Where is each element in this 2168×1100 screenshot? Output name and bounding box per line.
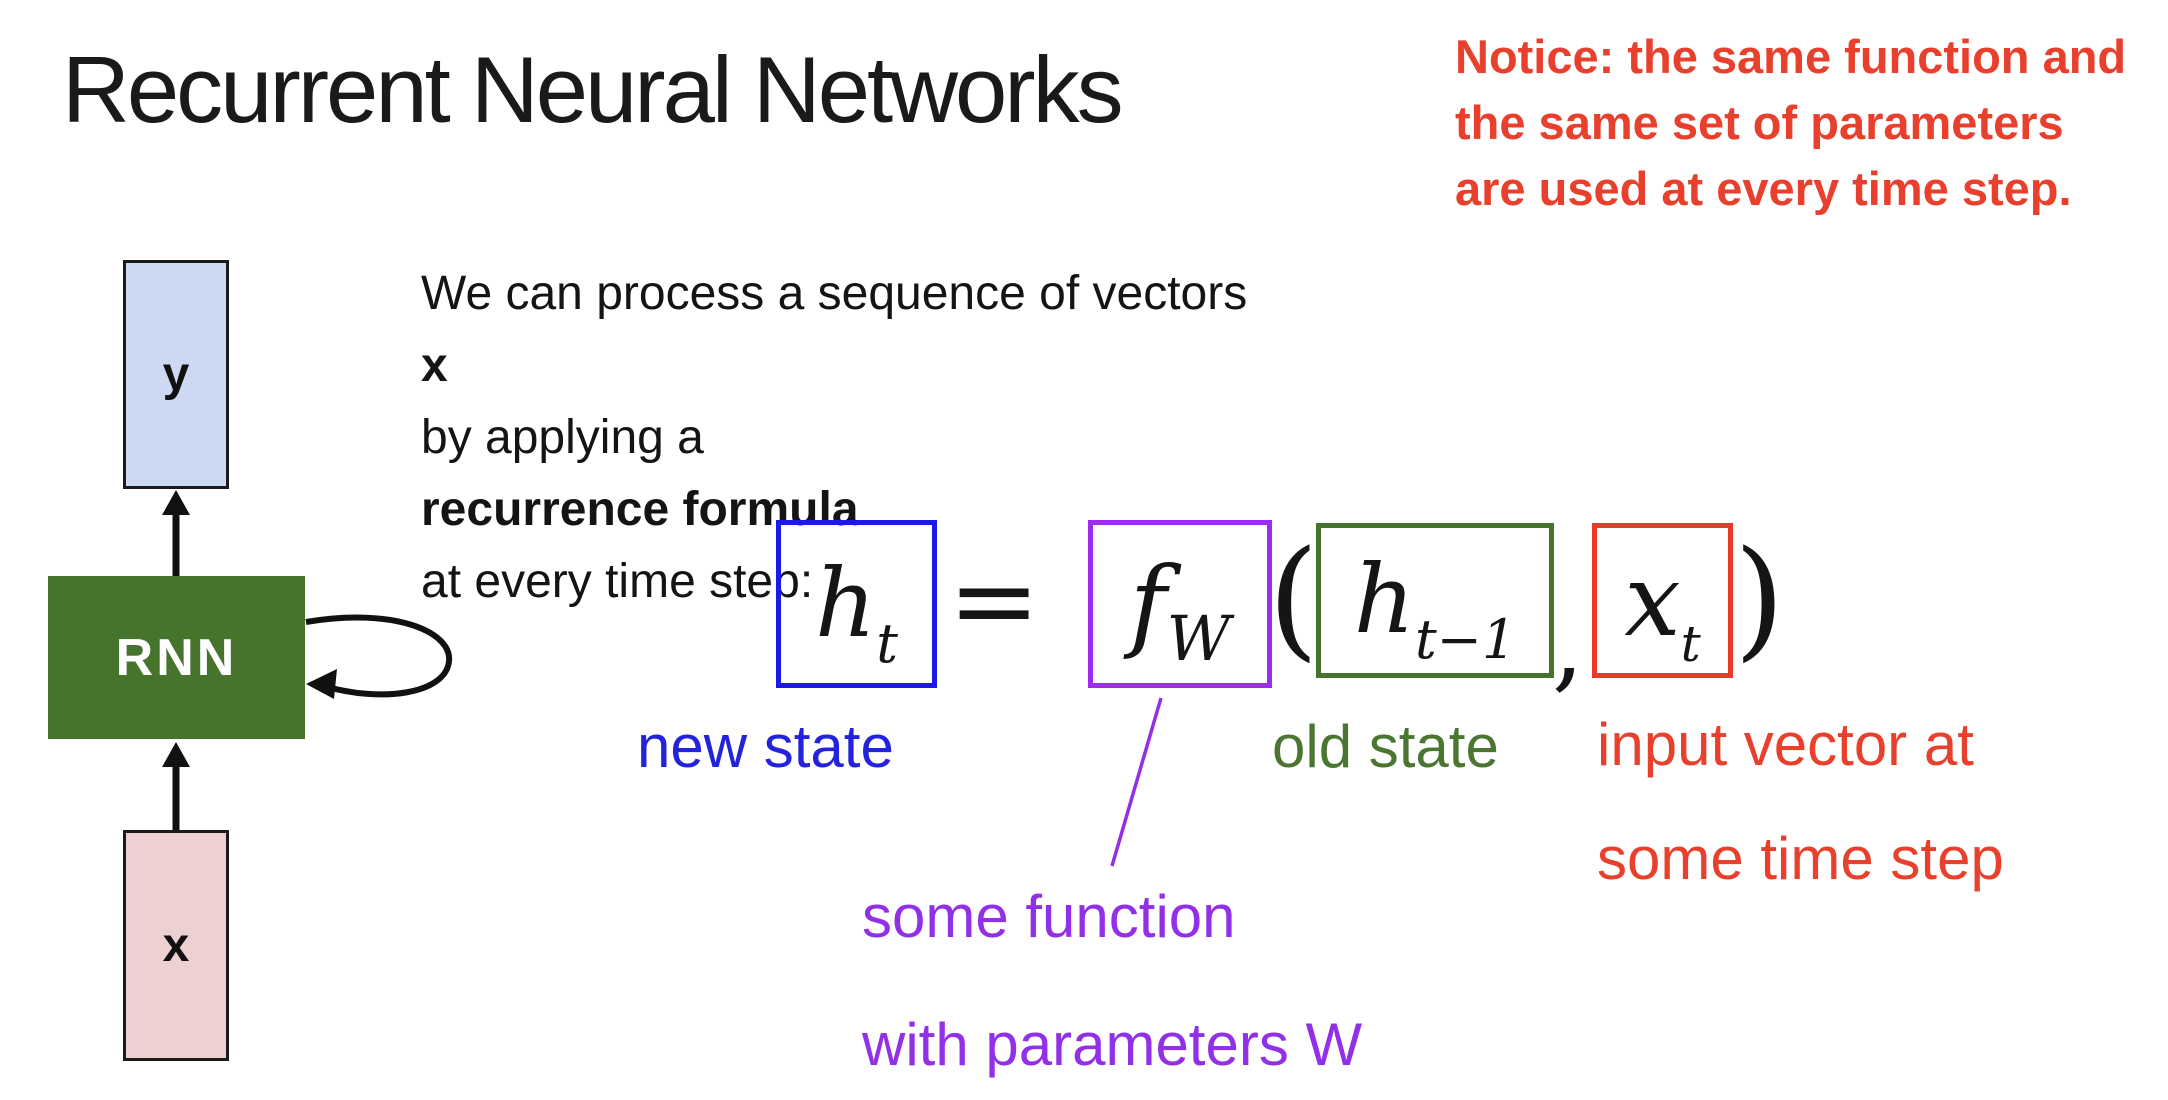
formula-h-t-1-sub: t−1 bbox=[1414, 608, 1517, 671]
formula-f-sub: W bbox=[1166, 602, 1231, 675]
formula-close-paren: ) bbox=[1734, 522, 1785, 674]
formula-x-t-sub: t bbox=[1680, 614, 1701, 673]
page-title: Recurrent Neural Networks bbox=[62, 37, 1124, 142]
formula-h-t-1-main: h bbox=[1353, 545, 1415, 655]
formula-open-paren: ( bbox=[1268, 522, 1319, 674]
arrow-up-x-to-rnn-icon bbox=[162, 742, 190, 830]
body-paragraph: We can process a sequence of vectors x b… bbox=[421, 258, 1247, 618]
formula-h-t: ht bbox=[815, 548, 898, 670]
label-some-function-line2: with parameters W bbox=[862, 1011, 1363, 1078]
notice-line-3: are used at every time step. bbox=[1455, 162, 2072, 215]
body-line-1-bold-x: x bbox=[421, 339, 448, 392]
formula-comma: , bbox=[1552, 586, 1584, 703]
body-line-2: recurrence formula at every time step: bbox=[421, 474, 1247, 618]
formula-old-state-box: ht−1 bbox=[1316, 523, 1554, 678]
formula-h-t-main: h bbox=[815, 548, 877, 659]
input-x-label: x bbox=[162, 919, 190, 972]
formula-f-w: fW bbox=[1129, 545, 1231, 670]
output-y-box: y bbox=[123, 260, 229, 489]
notice-line-2: the same set of parameters bbox=[1455, 96, 2064, 149]
rnn-label: RNN bbox=[115, 628, 238, 687]
output-y-label: y bbox=[162, 348, 190, 401]
body-line-2-bold: recurrence formula bbox=[421, 483, 859, 536]
body-line-1-post: by applying a bbox=[421, 411, 704, 464]
formula-input-box: xt bbox=[1592, 523, 1733, 678]
formula-function-box: fW bbox=[1088, 520, 1272, 688]
function-pointer-line bbox=[1110, 697, 1163, 867]
label-input-vector-line1: input vector at bbox=[1597, 711, 1974, 778]
body-line-1-pre: We can process a sequence of vectors bbox=[421, 267, 1248, 320]
formula-h-t-1: ht−1 bbox=[1353, 545, 1517, 667]
notice-text: Notice: the same function and the same s… bbox=[1455, 24, 2126, 222]
body-line-1: We can process a sequence of vectors x b… bbox=[421, 258, 1247, 474]
notice-line-1: Notice: the same function and bbox=[1455, 30, 2127, 83]
formula-equals-sign: = bbox=[948, 536, 1041, 664]
label-input-vector-line2: some time step bbox=[1597, 825, 2004, 892]
label-old-state: old state bbox=[1272, 713, 1499, 780]
label-new-state: new state bbox=[637, 713, 894, 780]
input-x-box: x bbox=[123, 830, 229, 1061]
formula-new-state-box: ht bbox=[776, 520, 937, 688]
formula-f-main: f bbox=[1129, 545, 1167, 662]
arrow-up-rnn-to-y-icon bbox=[162, 490, 190, 576]
formula-x-t: xt bbox=[1624, 541, 1701, 669]
formula-x-t-main: x bbox=[1624, 541, 1681, 659]
body-line-2-post: at every time step: bbox=[421, 555, 814, 608]
formula-h-t-sub: t bbox=[876, 611, 898, 675]
label-some-function-line1: some function bbox=[862, 883, 1236, 950]
self-loop-arrow-icon bbox=[305, 614, 453, 699]
rnn-box: RNN bbox=[48, 576, 305, 739]
